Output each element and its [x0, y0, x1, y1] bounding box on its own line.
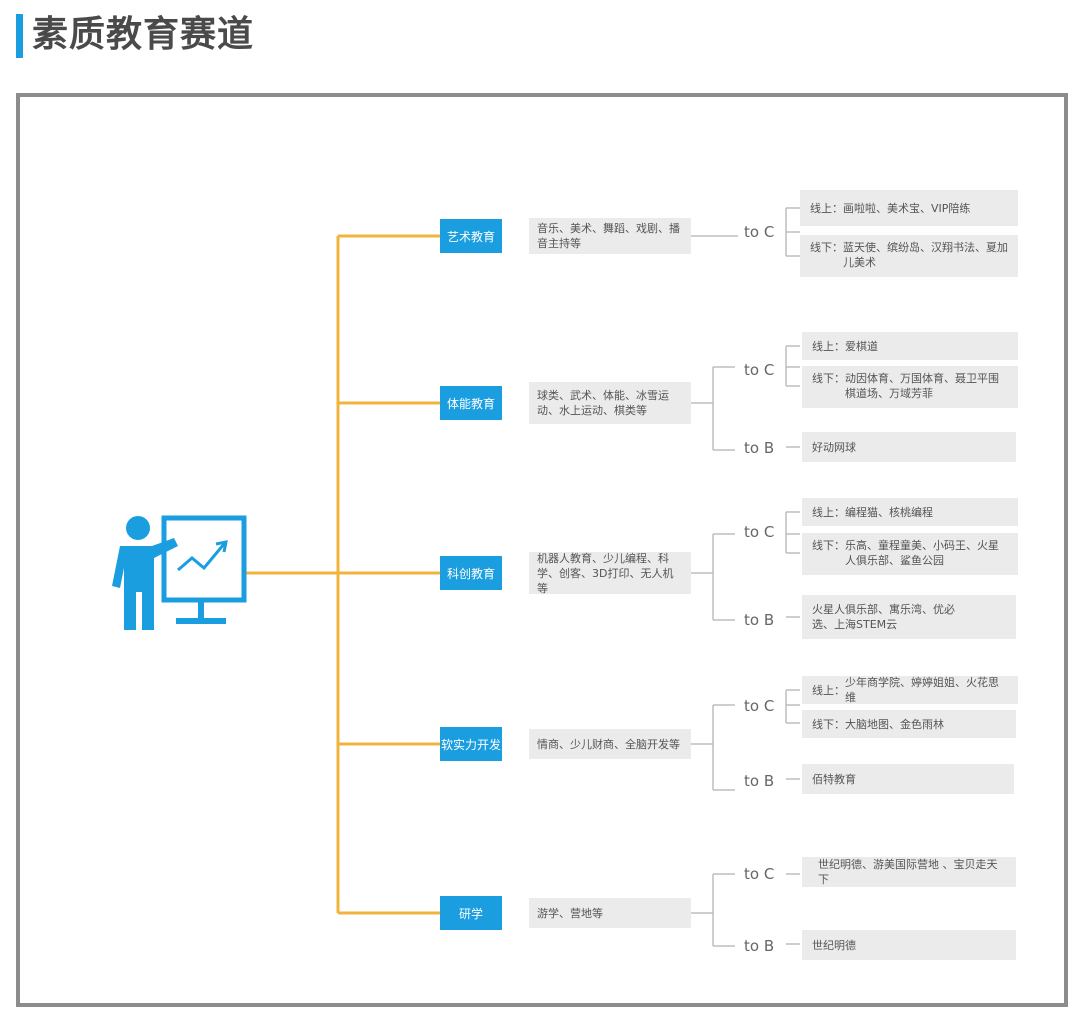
page-title: 素质教育赛道: [32, 14, 255, 55]
to-b-label: to B: [744, 937, 775, 955]
branch-lines: [244, 234, 440, 915]
to-c-label: to C: [744, 523, 775, 541]
leaf-offline: 线下： 乐高、童程童美、小码王、火星人俱乐部、鲨鱼公园: [802, 533, 1018, 575]
teacher-presentation-chart-icon: [112, 515, 247, 630]
gray-connectors: [691, 207, 800, 947]
leaf-online: 线上： 画啦啦、美术宝、VIP陪练: [800, 190, 1018, 226]
leaf-offline: 线下： 大脑地图、金色雨林: [802, 710, 1016, 738]
leaf-to-b: 佰特教育: [802, 764, 1014, 794]
desc-sports-education: 球类、武术、体能、冰雪运动、水上运动、棋类等: [529, 382, 691, 424]
leaf-offline: 线下： 蓝天使、缤纷岛、汉翔书法、夏加儿美术: [800, 235, 1018, 277]
leaf-to-c: 世纪明德、游美国际营地 、宝贝走天下: [802, 857, 1016, 887]
to-b-label: to B: [744, 772, 775, 790]
leaf-to-b: 好动网球: [802, 432, 1016, 462]
to-c-label: to C: [744, 697, 775, 715]
leaf-online: 线上： 爱棋道: [802, 332, 1018, 360]
offline-key: 线下：: [812, 717, 845, 731]
leaf-to-b: 火星人俱乐部、寓乐湾、优必选、上海STEM云: [802, 595, 1016, 639]
title-accent-bar: [16, 14, 23, 58]
online-key: 线上：: [812, 339, 845, 353]
category-sports-education: 体能教育: [440, 386, 502, 420]
online-value: 编程猫、核桃编程: [845, 505, 933, 519]
to-b-label: to B: [744, 611, 775, 629]
offline-value: 蓝天使、缤纷岛、汉翔书法、夏加儿美术: [843, 241, 1008, 269]
offline-value: 动因体育、万国体育、聂卫平围棋道场、万域芳菲: [845, 372, 999, 400]
category-study-tour: 研学: [440, 896, 502, 930]
leaf-online: 线上： 少年商学院、婷婷姐姐、火花思维: [802, 676, 1018, 704]
offline-key: 线下：: [812, 372, 845, 385]
online-key: 线上：: [812, 505, 845, 519]
online-key: 线上：: [812, 683, 845, 697]
to-b-label: to B: [744, 439, 775, 457]
online-key: 线上：: [810, 201, 843, 215]
leaf-online: 线上： 编程猫、核桃编程: [802, 498, 1018, 526]
offline-key: 线下：: [810, 241, 843, 254]
to-c-label: to C: [744, 223, 775, 241]
category-art-education: 艺术教育: [440, 219, 502, 253]
online-value: 画啦啦、美术宝、VIP陪练: [843, 201, 971, 215]
online-value: 少年商学院、婷婷姐姐、火花思维: [845, 676, 999, 704]
offline-key: 线下：: [812, 539, 845, 552]
category-science-education: 科创教育: [440, 556, 502, 590]
offline-value: 乐高、童程童美、小码王、火星人俱乐部、鲨鱼公园: [845, 539, 999, 567]
category-soft-skills: 软实力开发: [440, 727, 502, 761]
desc-soft-skills: 情商、少儿财商、全脑开发等: [529, 729, 691, 759]
to-c-label: to C: [744, 865, 775, 883]
desc-study-tour: 游学、营地等: [529, 898, 691, 928]
online-value: 爱棋道: [845, 339, 878, 353]
desc-art-education: 音乐、美术、舞蹈、戏剧、播音主持等: [529, 218, 691, 254]
to-c-label: to C: [744, 361, 775, 379]
offline-value: 大脑地图、金色雨林: [845, 717, 944, 731]
desc-science-education: 机器人教育、少儿编程、科学、创客、3D打印、无人机等: [529, 552, 691, 595]
leaf-offline: 线下： 动因体育、万国体育、聂卫平围棋道场、万域芳菲: [802, 366, 1018, 408]
leaf-to-b: 世纪明德: [802, 930, 1016, 960]
